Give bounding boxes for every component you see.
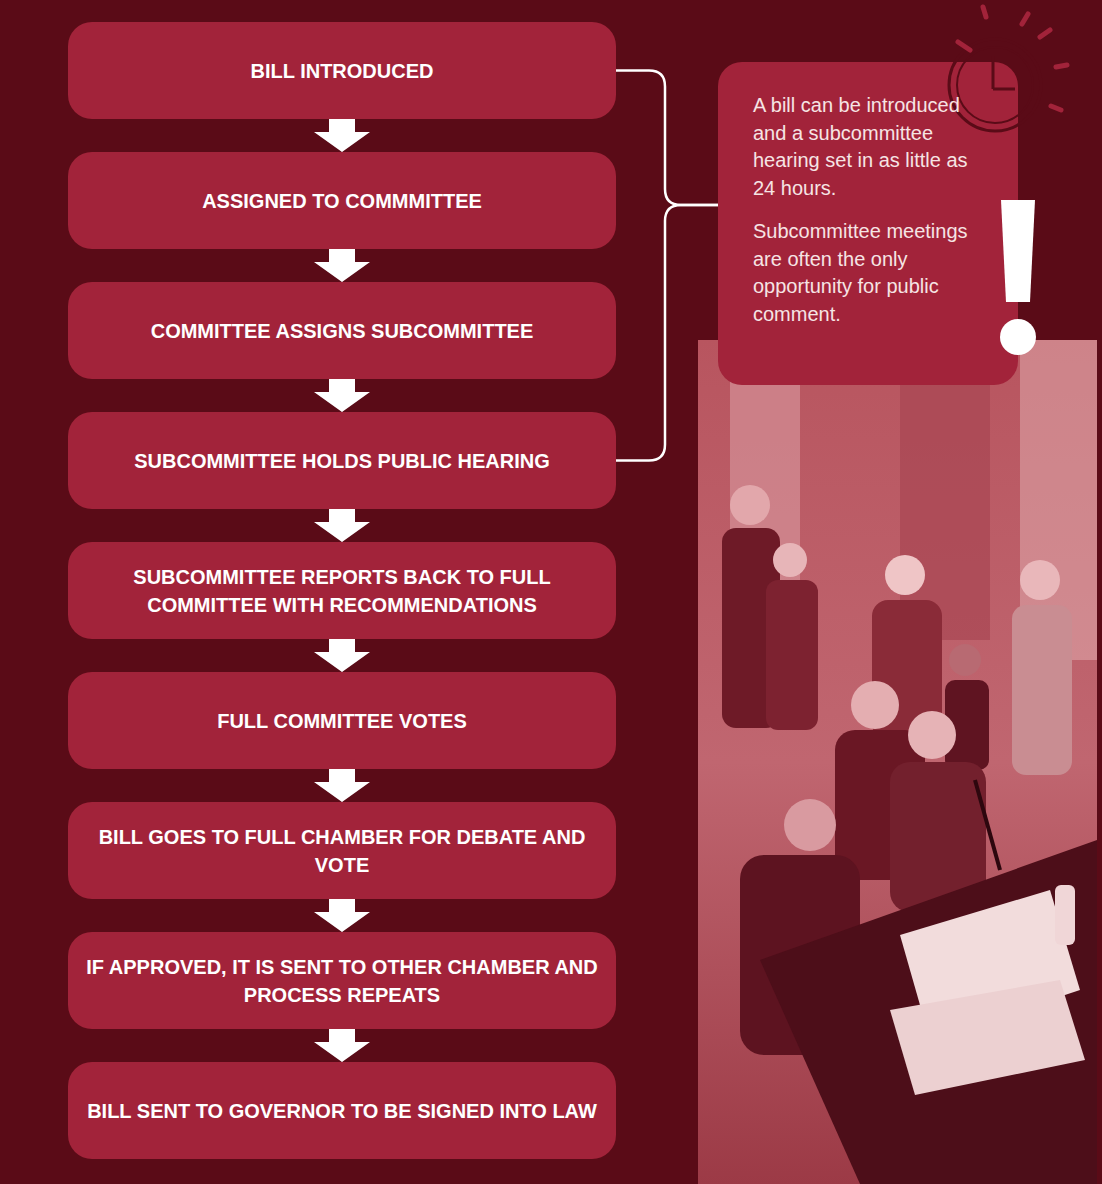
process-box: ASSIGNED TO COMMMITTEE: [68, 152, 616, 249]
process-box: BILL SENT TO GOVERNOR TO BE SIGNED INTO …: [68, 1062, 616, 1159]
flow-arrow: [314, 1029, 370, 1062]
flow-arrow: [314, 769, 370, 802]
flow-arrow: [314, 899, 370, 932]
callout-text: A bill can be introduced and a subcommit…: [753, 92, 985, 202]
process-box: SUBCOMMITTEE HOLDS PUBLIC HEARING: [68, 412, 616, 509]
process-box: SUBCOMMITTEE REPORTS BACK TO FULL COMMIT…: [68, 542, 616, 639]
exclamation-mark: [1000, 200, 1036, 355]
bracket-line: [616, 205, 718, 461]
step-label: COMMITTEE ASSIGNS SUBCOMMITTEE: [151, 317, 534, 345]
step-label: SUBCOMMITTEE HOLDS PUBLIC HEARING: [134, 447, 550, 475]
bracket-line: [616, 71, 718, 206]
process-box: FULL COMMITTEE VOTES: [68, 672, 616, 769]
flow-arrow: [314, 119, 370, 152]
step-label: FULL COMMITTEE VOTES: [217, 707, 467, 735]
step-label: SUBCOMMITTEE REPORTS BACK TO FULL COMMIT…: [82, 563, 602, 619]
flow-arrow: [314, 639, 370, 672]
step-label: BILL SENT TO GOVERNOR TO BE SIGNED INTO …: [87, 1097, 597, 1125]
step-label: IF APPROVED, IT IS SENT TO OTHER CHAMBER…: [82, 953, 602, 1009]
process-box: IF APPROVED, IT IS SENT TO OTHER CHAMBER…: [68, 932, 616, 1029]
callout-text: Subcommittee meetings are often the only…: [753, 218, 985, 328]
flow-arrow: [314, 379, 370, 412]
step-label: ASSIGNED TO COMMMITTEE: [202, 187, 482, 215]
step-label: BILL INTRODUCED: [251, 57, 434, 85]
clock-icon: [949, 7, 1067, 131]
process-box: COMMITTEE ASSIGNS SUBCOMMITTEE: [68, 282, 616, 379]
flow-arrow: [314, 249, 370, 282]
callout-box: A bill can be introduced and a subcommit…: [718, 62, 1018, 385]
step-label: BILL GOES TO FULL CHAMBER FOR DEBATE AND…: [82, 823, 602, 879]
process-box: BILL GOES TO FULL CHAMBER FOR DEBATE AND…: [68, 802, 616, 899]
process-box: BILL INTRODUCED: [68, 22, 616, 119]
flow-arrow: [314, 509, 370, 542]
